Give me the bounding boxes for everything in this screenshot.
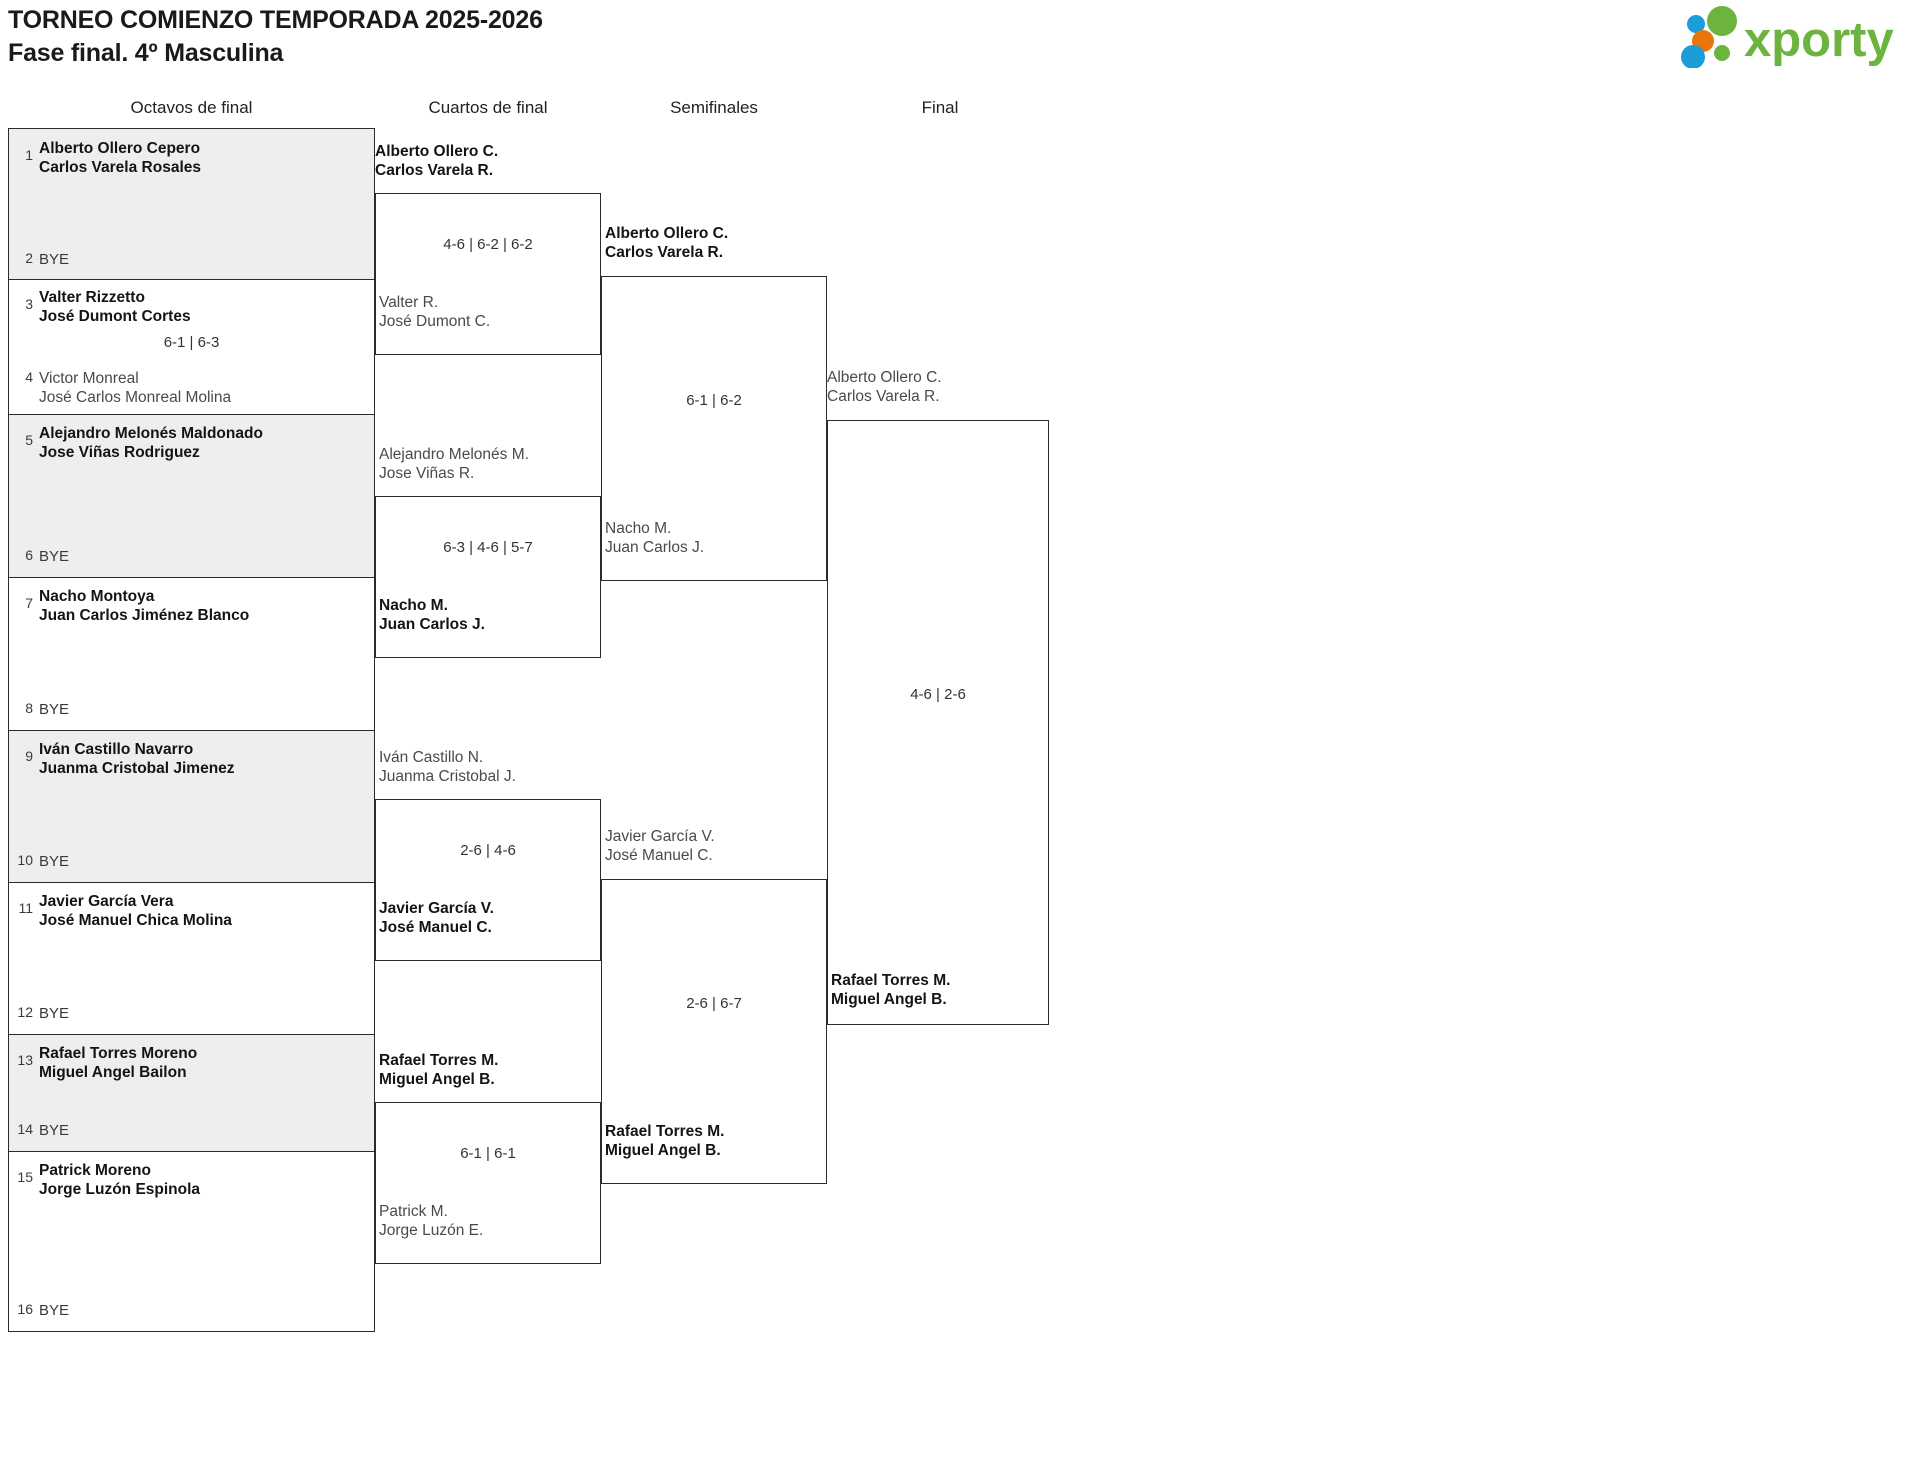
round3-match-2-bottom-names: Rafael Torres M. Miguel Angel B. [605, 1123, 725, 1159]
competitor-names: BYE [39, 1005, 70, 1022]
seed-number: 11 [18, 900, 33, 916]
seed-number: 9 [25, 748, 33, 764]
competitor-names: Alejandro Melonés Maldonado Jose Viñas R… [39, 425, 263, 461]
round2-match-4-bottom-names: Patrick M. Jorge Luzón E. [379, 1203, 484, 1239]
round-header-octavos: Octavos de final [130, 98, 253, 117]
competitor-names: BYE [39, 853, 70, 870]
round2-match-3-box[interactable]: 2-6 | 4-6 [375, 799, 601, 961]
round2-match-2-top-names: Alejandro Melonés M. Jose Viñas R. [379, 446, 529, 482]
round2-match-2-box[interactable]: 6-3 | 4-6 | 5-7 [375, 496, 601, 658]
round2-match-2-score: 6-3 | 4-6 | 5-7 [443, 539, 533, 556]
round1-match-7[interactable]: 13 Rafael Torres Moreno Miguel Angel Bai… [8, 1035, 375, 1152]
competitor-names: BYE [39, 548, 70, 565]
round1-match-2[interactable]: 3 Valter Rizzetto José Dumont Cortes 6-1… [8, 280, 375, 415]
competitor-names: BYE [39, 1122, 70, 1139]
round1-match-5-top: 9 Iván Castillo Navarro Juanma Cristobal… [9, 740, 374, 778]
round1-match-3-top: 5 Alejandro Melonés Maldonado Jose Viñas… [9, 424, 374, 462]
round3-match-1-bottom-names: Nacho M. Juan Carlos J. [605, 520, 705, 556]
round1-match-4-bottom: 8 BYE [9, 700, 374, 719]
logo-dot-green-small [1714, 45, 1730, 61]
round1-match-8-bottom: 16 BYE [9, 1301, 374, 1320]
round1-match-2-bottom: 4 Victor Monreal José Carlos Monreal Mol… [9, 369, 374, 407]
competitor-names: Iván Castillo Navarro Juanma Cristobal J… [39, 741, 235, 777]
competitor-names: Rafael Torres Moreno Miguel Angel Bailon [39, 1045, 198, 1081]
round2-match-4-box[interactable]: 6-1 | 6-1 [375, 1102, 601, 1264]
competitor-names: BYE [39, 251, 70, 268]
competitor-names: Nacho Montoya Juan Carlos Jiménez Blanco [39, 588, 250, 624]
seed-number: 16 [17, 1301, 33, 1317]
round3-match-1-box[interactable]: 6-1 | 6-2 [601, 276, 827, 581]
round2-match-4-top-names: Rafael Torres M. Miguel Angel B. [379, 1052, 499, 1088]
title-block: TORNEO COMIENZO TEMPORADA 2025-2026 Fase… [8, 4, 543, 70]
round2-match-3-score: 2-6 | 4-6 [460, 842, 516, 859]
competitor-names: BYE [39, 1302, 70, 1319]
round1-match-7-top: 13 Rafael Torres Moreno Miguel Angel Bai… [9, 1044, 374, 1082]
seed-number: 4 [25, 369, 33, 385]
round-header-final: Final [921, 98, 959, 117]
round1-match-6-top: 11 Javier García Vera José Manuel Chica … [9, 892, 374, 930]
round1-match-6-bottom: 12 BYE [9, 1004, 374, 1023]
round1-match-1-bottom: 2 BYE [9, 250, 374, 269]
round1-match-3-bottom: 6 BYE [9, 547, 374, 566]
round2-match-3-bottom-names: Javier García V. José Manuel C. [379, 900, 494, 936]
logo-dot-green-large [1707, 6, 1737, 36]
competitor-names: Javier García Vera José Manuel Chica Mol… [39, 893, 232, 929]
seed-number: 13 [17, 1052, 33, 1068]
round4-match-1-top-names: Alberto Ollero C. Carlos Varela R. [827, 369, 942, 405]
round2-match-1-top-names: Alberto Ollero C. Carlos Varela R. [375, 143, 499, 179]
seed-number: 10 [17, 852, 33, 868]
round3-match-2-score: 2-6 | 6-7 [686, 995, 742, 1012]
logo-wordmark: xporty [1744, 13, 1894, 67]
seed-number: 8 [25, 700, 33, 716]
seed-number: 6 [25, 547, 33, 563]
round-header-semis: Semifinales [670, 98, 758, 117]
seed-number: 5 [25, 432, 33, 448]
round2-match-4-score: 6-1 | 6-1 [460, 1145, 516, 1162]
competitor-names: Alberto Ollero Cepero Carlos Varela Rosa… [39, 140, 201, 176]
seed-number: 12 [17, 1004, 33, 1020]
round2-match-1-box[interactable]: 4-6 | 6-2 | 6-2 [375, 193, 601, 355]
page-subtitle: Fase final. 4º Masculina [8, 39, 284, 67]
round1-match-2-score: 6-1 | 6-3 [163, 334, 220, 351]
seed-number: 1 [25, 147, 33, 163]
round1-match-1-top: 1 Alberto Ollero Cepero Carlos Varela Ro… [9, 139, 374, 177]
competitor-names: Patrick Moreno Jorge Luzón Espinola [39, 1162, 201, 1198]
round3-match-2-top-names: Javier García V. José Manuel C. [605, 828, 715, 864]
round4-match-1-score: 4-6 | 2-6 [910, 686, 966, 703]
seed-number: 3 [25, 296, 33, 312]
round1-match-3[interactable]: 5 Alejandro Melonés Maldonado Jose Viñas… [8, 415, 375, 578]
round1-match-7-bottom: 14 BYE [9, 1121, 374, 1140]
page-title: TORNEO COMIENZO TEMPORADA 2025-2026 [8, 6, 543, 34]
round3-match-2-box[interactable]: 2-6 | 6-7 [601, 879, 827, 1184]
competitor-names: BYE [39, 701, 70, 718]
round3-match-1-top-names: Alberto Ollero C. Carlos Varela R. [605, 225, 729, 261]
round1-match-8-top: 15 Patrick Moreno Jorge Luzón Espinola [9, 1161, 374, 1199]
xporty-logo: xporty [1674, 6, 1902, 68]
round1-match-2-top: 3 Valter Rizzetto José Dumont Cortes [9, 288, 374, 326]
round2-match-1-bottom-names: Valter R. José Dumont C. [379, 294, 491, 330]
seed-number: 14 [17, 1121, 33, 1137]
competitor-names: Victor Monreal José Carlos Monreal Molin… [39, 370, 232, 406]
page-header: TORNEO COMIENZO TEMPORADA 2025-2026 Fase… [0, 0, 1920, 90]
round1-match-4-top: 7 Nacho Montoya Juan Carlos Jiménez Blan… [9, 587, 374, 625]
round4-match-1-box[interactable]: 4-6 | 2-6 [827, 420, 1049, 1025]
round2-match-2-bottom-names: Nacho M. Juan Carlos J. [379, 597, 485, 633]
seed-number: 7 [25, 595, 33, 611]
round1-match-4[interactable]: 7 Nacho Montoya Juan Carlos Jiménez Blan… [8, 578, 375, 731]
round3-match-1-score: 6-1 | 6-2 [686, 392, 742, 409]
round1-match-5[interactable]: 9 Iván Castillo Navarro Juanma Cristobal… [8, 731, 375, 883]
logo-dot-blue-large [1681, 45, 1705, 68]
round1-match-6[interactable]: 11 Javier García Vera José Manuel Chica … [8, 883, 375, 1035]
round-header-cuartos: Cuartos de final [428, 98, 548, 117]
seed-number: 2 [25, 250, 33, 266]
round1-match-1[interactable]: 1 Alberto Ollero Cepero Carlos Varela Ro… [8, 128, 375, 280]
round1-match-5-bottom: 10 BYE [9, 852, 374, 871]
round1-match-8[interactable]: 15 Patrick Moreno Jorge Luzón Espinola 1… [8, 1152, 375, 1332]
logo-dot-blue-small [1687, 15, 1705, 33]
round2-match-3-top-names: Iván Castillo N. Juanma Cristobal J. [379, 749, 516, 785]
round4-match-1-bottom-names: Rafael Torres M. Miguel Angel B. [831, 972, 951, 1008]
seed-number: 15 [17, 1169, 33, 1185]
competitor-names: Valter Rizzetto José Dumont Cortes [39, 289, 191, 325]
round2-match-1-score: 4-6 | 6-2 | 6-2 [443, 236, 533, 253]
